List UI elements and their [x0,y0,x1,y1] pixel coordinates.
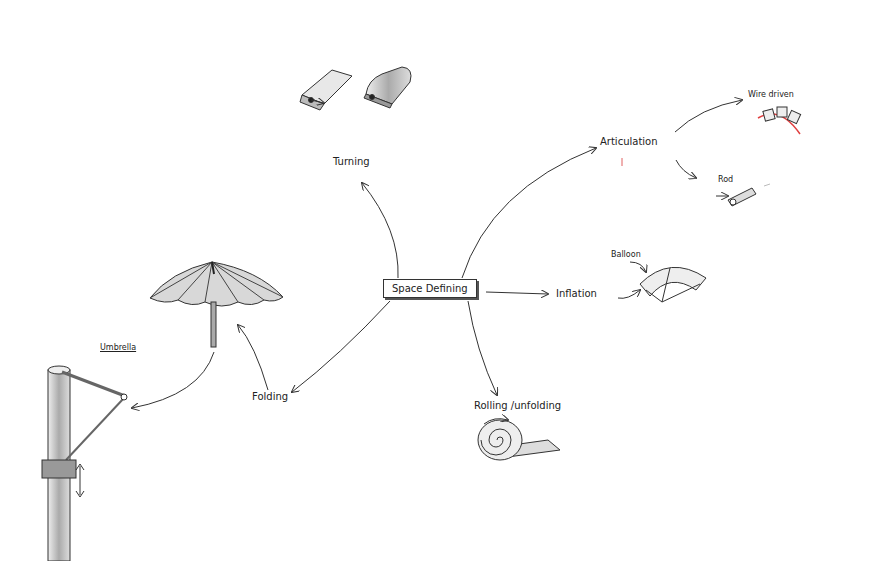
node-text: Space Defining [392,283,468,294]
branch-label: Umbrella [100,343,136,353]
branch-arrows [132,100,742,408]
branch-label: Wire driven [748,90,794,100]
turning-prisms [300,67,411,110]
center-box: Space Defining [383,279,477,298]
umbrella-sketch [150,262,283,347]
branch-label: Turning [333,156,370,168]
branch-label: Rolling /unfolding [474,400,561,412]
branch-label: Balloon [611,250,641,260]
wire-driven-segments [758,107,801,134]
branch-label: Rod [718,175,733,185]
branch-label: Articulation [600,136,658,148]
balloon-sketch [630,262,706,302]
rod-sketch [716,184,770,206]
folding-mechanism [42,366,127,561]
branch-label: Inflation [556,288,597,300]
branch-label: Folding [252,391,288,403]
roll-sketch [478,419,560,460]
